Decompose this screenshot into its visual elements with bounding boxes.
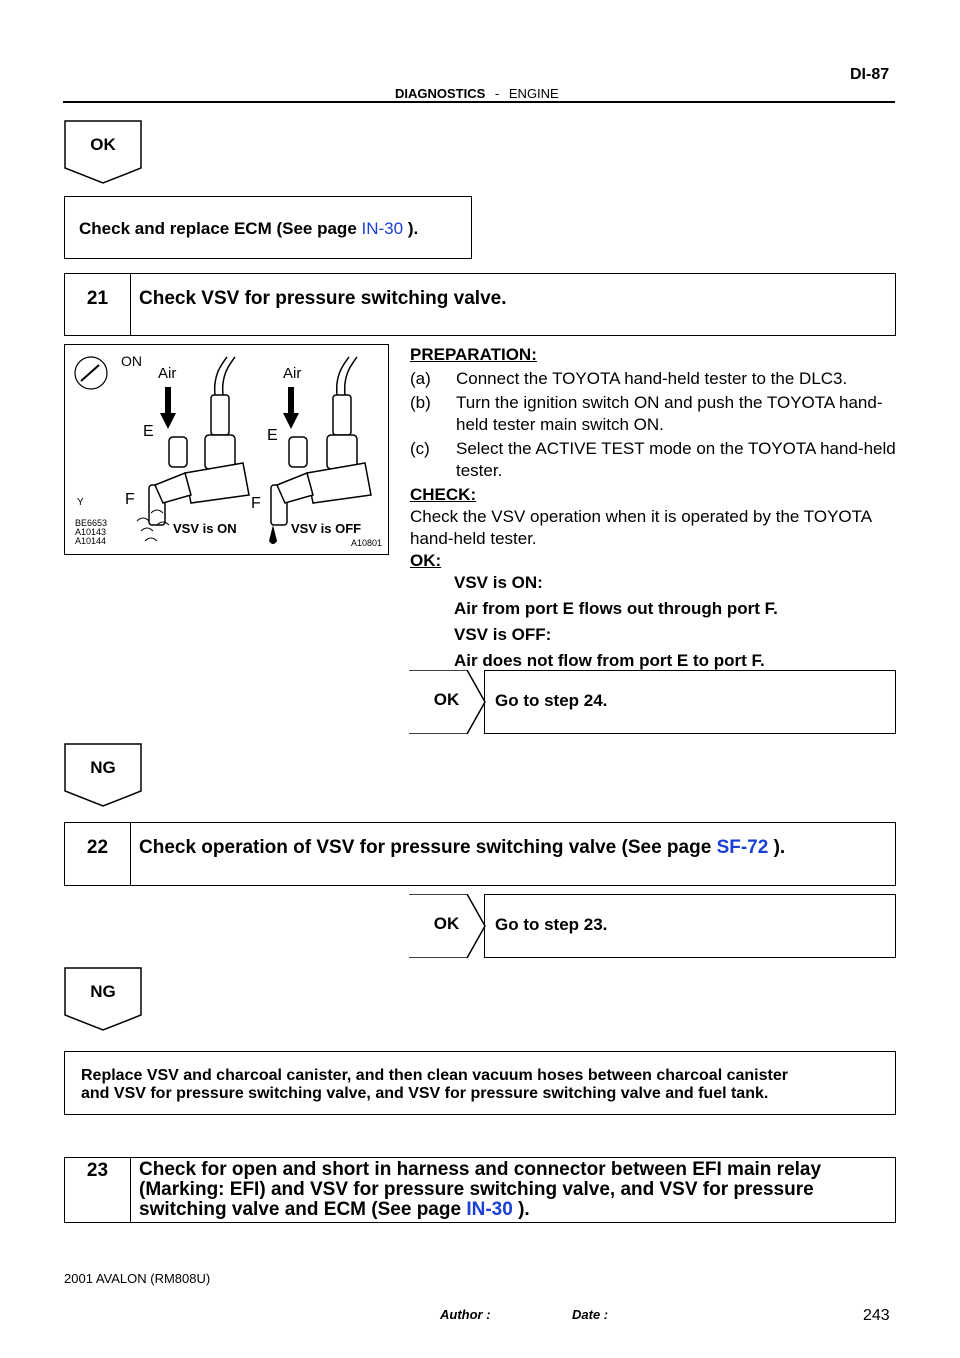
label-y: Y [77, 497, 84, 508]
author-label: Author : [440, 1307, 491, 1322]
model-footer: 2001 AVALON (RM808U) [64, 1271, 211, 1286]
ok-line: Air does not flow from port E to port F. [454, 651, 765, 670]
step-title: Check operation of VSV for pressure swit… [139, 837, 786, 858]
ok-flow-tag: OK [64, 120, 142, 184]
ng-flow-tag: NG [64, 967, 142, 1031]
step-22-box: 22 Check operation of VSV for pressure s… [64, 822, 896, 886]
page-link-in30[interactable]: IN-30 [466, 1199, 513, 1220]
step-title: Check for open and short in harness and … [139, 1159, 822, 1220]
ok-line: VSV is OFF: [454, 625, 552, 644]
step-23-box: 23 Check for open and short in harness a… [64, 1157, 896, 1223]
step-number: 23 [65, 1158, 131, 1222]
figure-ids: BE6653 A10143 A10144 [75, 518, 108, 546]
ok-line: Air from port E flows out through port F… [454, 599, 778, 618]
label-vsv-off: VSV is OFF [291, 521, 362, 536]
prep-item: (c)Select the ACTIVE TEST mode on the TO… [410, 439, 896, 480]
preparation-heading: PREPARATION: [410, 345, 537, 364]
header-section: DIAGNOSTICS [395, 86, 486, 101]
header-rule [63, 101, 895, 103]
page-code: DI-87 [850, 66, 890, 83]
header-subsection: ENGINE [508, 86, 559, 101]
ok-result-row: OK Go to step 24. [409, 670, 896, 734]
header-separator: - [494, 86, 500, 101]
label-f-left: F [125, 491, 135, 508]
step-21-box: 21 Check VSV for pressure switching valv… [64, 273, 896, 336]
label-e-left: E [143, 423, 154, 440]
label-on: ON [121, 353, 142, 369]
date-label: Date : [572, 1307, 609, 1322]
label-e-right: E [267, 427, 278, 444]
vsv-diagram-icon [74, 356, 372, 544]
replace-ecm-box: Check and replace ECM (See page IN-30 ). [64, 196, 472, 259]
ok-arrow-icon [409, 670, 486, 734]
goto-step-24: Go to step 24. [484, 670, 896, 734]
page-link-in30[interactable]: IN-30 [361, 219, 404, 238]
ok-arrow-icon [409, 894, 486, 958]
label-air-left: Air [158, 365, 177, 382]
step-number: 21 [65, 274, 131, 335]
goto-step-23: Go to step 23. [484, 894, 896, 958]
ok-heading: OK: [410, 551, 442, 570]
ok-line: VSV is ON: [454, 573, 543, 592]
label-vsv-on: VSV is ON [173, 521, 237, 536]
label-f-right: F [251, 495, 261, 512]
page-link-sf72[interactable]: SF-72 [716, 837, 769, 858]
label-air-right: Air [283, 365, 302, 382]
step-number: 22 [65, 823, 131, 885]
replace-vsv-box: Replace VSV and charcoal canister, and t… [64, 1051, 896, 1115]
prep-item: (b)Turn the ignition switch ON and push … [410, 393, 883, 434]
figure-code: A10801 [351, 538, 383, 548]
page-number: 243 [863, 1307, 890, 1324]
vsv-illustration: ON Air Air E E F F Y VSV is ON VSV is OF… [64, 344, 389, 555]
check-text: Check the VSV operation when it is opera… [410, 507, 872, 548]
running-header: DIAGNOSTICS - ENGINE [395, 86, 559, 101]
check-heading: CHECK: [410, 485, 477, 504]
ng-flow-tag: NG [64, 743, 142, 807]
prep-item: (a)Connect the TOYOTA hand-held tester t… [410, 369, 848, 388]
ok-result-row: OK Go to step 23. [409, 894, 896, 958]
step-title: Check VSV for pressure switching valve. [139, 288, 507, 309]
procedure-text: PREPARATION: (a)Connect the TOYOTA hand-… [410, 344, 900, 672]
